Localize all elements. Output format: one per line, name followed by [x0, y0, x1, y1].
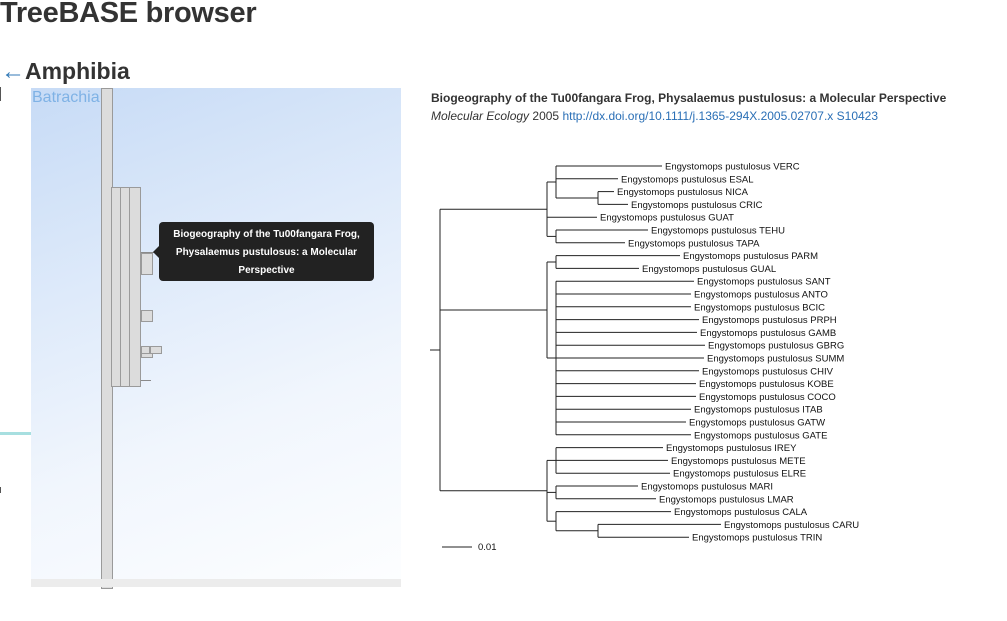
parent-node-link[interactable]: Batrachia [32, 89, 100, 106]
tree-leaf-label: Engystomops pustulosus GAMB [700, 328, 836, 339]
back-arrow-icon[interactable]: ← [1, 58, 25, 85]
tooltip-text: Biogeography of the Tu00fangara Frog, Ph… [173, 229, 360, 276]
tree-leaf-label: Engystomops pustulosus ANTO [694, 290, 828, 301]
study-id-link[interactable]: S10423 [836, 109, 879, 123]
tree-leaf-label: Engystomops pustulosus VERC [665, 162, 800, 173]
taxonomy-icicle-panel[interactable]: Batrachia [31, 88, 401, 589]
teal-connector-line [0, 432, 31, 435]
tree-leaf-label: Engystomops pustulosus GUAT [600, 213, 734, 224]
tree-leaf-label: Engystomops pustulosus IREY [666, 443, 797, 454]
tree-leaf-label: Engystomops pustulosus CALA [674, 507, 808, 518]
tree-leaf-label: Engystomops pustulosus SANT [697, 277, 831, 288]
study-block[interactable] [141, 353, 153, 358]
tree-leaf-label: Engystomops pustulosus LMAR [659, 494, 794, 505]
current-node-title: Amphibia [25, 58, 130, 84]
tree-leaf-label: Engystomops pustulosus SUMM [707, 354, 844, 365]
tree-leaf-label: Engystomops pustulosus PRPH [702, 315, 837, 326]
study-block[interactable] [141, 310, 153, 322]
tree-leaf-label: Engystomops pustulosus ITAB [694, 405, 823, 416]
left-edge-rule [0, 87, 1, 101]
tree-leaf-label: Engystomops pustulosus MARI [641, 482, 773, 493]
tree-leaf-label: Engystomops pustulosus METE [671, 456, 806, 467]
tree-leaf-label: Engystomops pustulosus TAPA [628, 238, 760, 249]
tree-leaf-label: Engystomops pustulosus CHIV [702, 366, 834, 377]
tree-leaf-label: Engystomops pustulosus GBRG [708, 341, 844, 352]
panel-footer [31, 579, 401, 587]
tree-leaf-label: Engystomops pustulosus TEHU [651, 226, 785, 237]
tree-leaf-label: Engystomops pustulosus KOBE [699, 379, 834, 390]
scale-bar-label: 0.01 [478, 542, 497, 553]
study-tooltip: Biogeography of the Tu00fangara Frog, Ph… [153, 222, 374, 281]
journal-name: Molecular Ecology [431, 109, 530, 123]
tree-leaf-label: Engystomops pustulosus ELRE [673, 469, 806, 480]
taxon-column-bar[interactable] [129, 187, 141, 387]
tooltip-arrow [153, 246, 159, 258]
study-block[interactable] [141, 253, 153, 275]
doi-link[interactable]: http://dx.doi.org/10.1111/j.1365-294X.20… [562, 109, 834, 123]
tree-leaf-label: Engystomops pustulosus COCO [699, 392, 836, 403]
tree-leaf-label: Engystomops pustulosus GUAL [642, 264, 776, 275]
study-tick [141, 252, 157, 253]
left-edge-rule [0, 487, 1, 493]
tree-leaf-label: Engystomops pustulosus NICA [617, 187, 749, 198]
tree-leaf-label: Engystomops pustulosus PARM [683, 251, 818, 262]
tree-leaf-label: Engystomops pustulosus TRIN [692, 533, 822, 544]
tree-leaf-label: Engystomops pustulosus CARU [724, 520, 859, 531]
study-block[interactable] [150, 346, 162, 354]
app-title: TreeBASE browser [0, 0, 257, 29]
tree-leaf-label: Engystomops pustulosus GATE [694, 430, 827, 441]
publication-year: 2005 [532, 109, 560, 123]
tree-leaf-label: Engystomops pustulosus ESAL [621, 174, 754, 185]
tree-leaf-label: Engystomops pustulosus BCIC [694, 302, 825, 313]
tree-leaf-label: Engystomops pustulosus CRIC [631, 200, 763, 211]
study-citation: Molecular Ecology 2005 http://dx.doi.org… [431, 109, 878, 123]
tree-leaf-label: Engystomops pustulosus GATW [689, 418, 825, 429]
study-title: Biogeography of the Tu00fangara Frog, Ph… [431, 91, 947, 105]
study-tick [141, 380, 151, 381]
